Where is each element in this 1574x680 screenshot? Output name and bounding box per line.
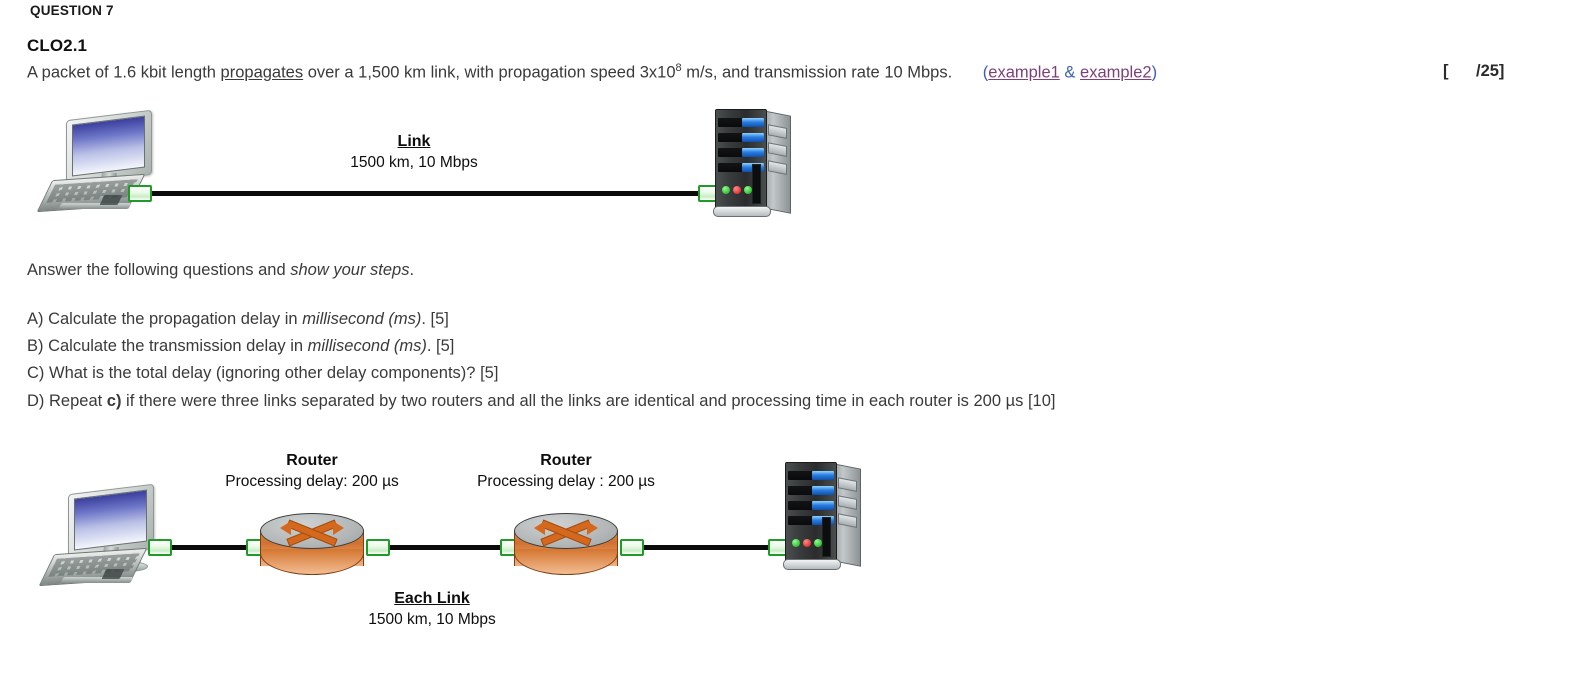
keyboard-edge: [58, 203, 132, 209]
status-led-red: [803, 539, 811, 547]
question-stem: A packet of 1.6 kbit length propagates o…: [27, 62, 1157, 83]
connector-icon-router2-right: [620, 539, 644, 556]
clo-code-label: CLO2.1: [27, 36, 88, 55]
stem-text-part2: over a 1,500 km link, with propagation s…: [303, 63, 676, 82]
link-caption-1: Link 1500 km, 10 Mbps: [314, 133, 514, 172]
router-bottom: [260, 549, 364, 575]
drive-bay: [788, 486, 834, 495]
router-icon-1: [260, 513, 364, 575]
keyboard-edge: [60, 577, 134, 583]
optical-drive-slot: [752, 164, 761, 204]
link-wire-2b: [378, 545, 518, 550]
status-led-green: [814, 539, 822, 547]
drive-bay: [788, 501, 834, 510]
answer-instruction: Answer the following questions and show …: [27, 261, 414, 280]
item-a-text1: A) Calculate the propagation delay in: [27, 310, 303, 328]
question-number-label: QUESTION 7: [30, 3, 114, 18]
stem-text-part1: A packet of 1.6 kbit length: [27, 63, 221, 82]
connector-icon-pc-2: [148, 539, 172, 556]
drive-bay: [718, 118, 764, 127]
paren-open: (: [982, 63, 989, 82]
router-arrow-head-icon: [280, 521, 291, 535]
question-item-a: A) Calculate the propagation delay in mi…: [27, 310, 449, 329]
item-b-text2: . [5]: [426, 337, 455, 355]
pc-icon-2: [38, 483, 158, 591]
router-top: [514, 513, 618, 549]
item-d-text1: D) Repeat: [27, 392, 107, 410]
paren-close: ): [1151, 63, 1158, 82]
status-led-green: [744, 186, 752, 194]
diagram-three-links: Router Processing delay: 200 µs Router P…: [0, 440, 900, 650]
example1-link[interactable]: example1: [988, 63, 1060, 82]
server-icon-2: [775, 460, 863, 570]
question-item-b: B) Calculate the transmission delay in m…: [27, 337, 454, 356]
server-front-panel: [785, 462, 837, 564]
item-b-text1: B) Calculate the transmission delay in: [27, 337, 308, 355]
router-caption-title-1: Router: [286, 452, 338, 469]
link-caption-2: Each Link 1500 km, 10 Mbps: [332, 590, 532, 629]
monitor-screen: [74, 489, 147, 551]
answer-instruction-italic: show your steps: [290, 261, 410, 279]
drive-bay: [718, 148, 764, 157]
server-icon-1: [705, 107, 793, 217]
stem-text-part3: m/s, and transmission rate 10 Mbps.: [681, 63, 953, 82]
link-wire-2c: [630, 545, 778, 550]
question-item-d: D) Repeat c) if there were three links s…: [27, 392, 1055, 411]
status-led-green: [722, 186, 730, 194]
item-b-italic: millisecond (ms): [307, 337, 427, 355]
drive-bay: [788, 471, 834, 480]
item-d-text2: if there were three links separated by t…: [121, 392, 1056, 410]
link-caption-sub-2: 1500 km, 10 Mbps: [368, 611, 496, 628]
stem-underlined-word: propagates: [220, 63, 304, 82]
router-arrow-head-icon: [534, 521, 545, 535]
link-caption-title-2: Each Link: [394, 590, 470, 607]
status-led-red: [733, 186, 741, 194]
answer-instruction-end: .: [409, 261, 415, 279]
connector-icon-router1-right: [366, 539, 390, 556]
diagram-single-link: Link 1500 km, 10 Mbps: [0, 0, 820, 240]
server-side-panel: [833, 463, 861, 567]
router-icon-2: [514, 513, 618, 575]
status-led-green: [792, 539, 800, 547]
router-caption-title-2: Router: [540, 452, 592, 469]
server-front-panel: [715, 109, 767, 211]
router-caption-2: Router Processing delay : 200 µs: [466, 452, 666, 491]
answer-instruction-plain: Answer the following questions and: [27, 261, 291, 279]
marks-allocation: [ /25]: [1443, 62, 1505, 80]
example2-link[interactable]: example2: [1080, 63, 1152, 82]
router-caption-sub-1: Processing delay: 200 µs: [225, 473, 399, 490]
item-a-text2: . [5]: [421, 310, 449, 328]
optical-drive-slot: [822, 517, 831, 557]
item-a-italic: millisecond (ms): [302, 310, 422, 328]
ampersand-separator: &: [1059, 63, 1081, 82]
stem-exponent: 8: [675, 62, 682, 74]
router-caption-sub-2: Processing delay : 200 µs: [477, 473, 655, 490]
link-wire-2a: [160, 545, 270, 550]
monitor-screen: [72, 115, 145, 177]
server-base: [783, 559, 841, 570]
router-arrow-head-icon: [333, 521, 344, 535]
drive-bay: [718, 133, 764, 142]
server-base: [713, 206, 771, 217]
item-d-bold: c): [106, 392, 122, 410]
router-arrow-head-icon: [587, 521, 598, 535]
connector-icon-pc-1: [128, 185, 152, 202]
server-side-panel: [763, 110, 791, 214]
link-caption-sub-1: 1500 km, 10 Mbps: [350, 154, 478, 171]
item-c-text1: C) What is the total delay (ignoring oth…: [27, 364, 499, 382]
router-bottom: [514, 549, 618, 575]
link-wire-1: [140, 191, 712, 196]
router-caption-1: Router Processing delay: 200 µs: [212, 452, 412, 491]
link-caption-title-1: Link: [397, 133, 431, 150]
question-item-c: C) What is the total delay (ignoring oth…: [27, 364, 498, 383]
